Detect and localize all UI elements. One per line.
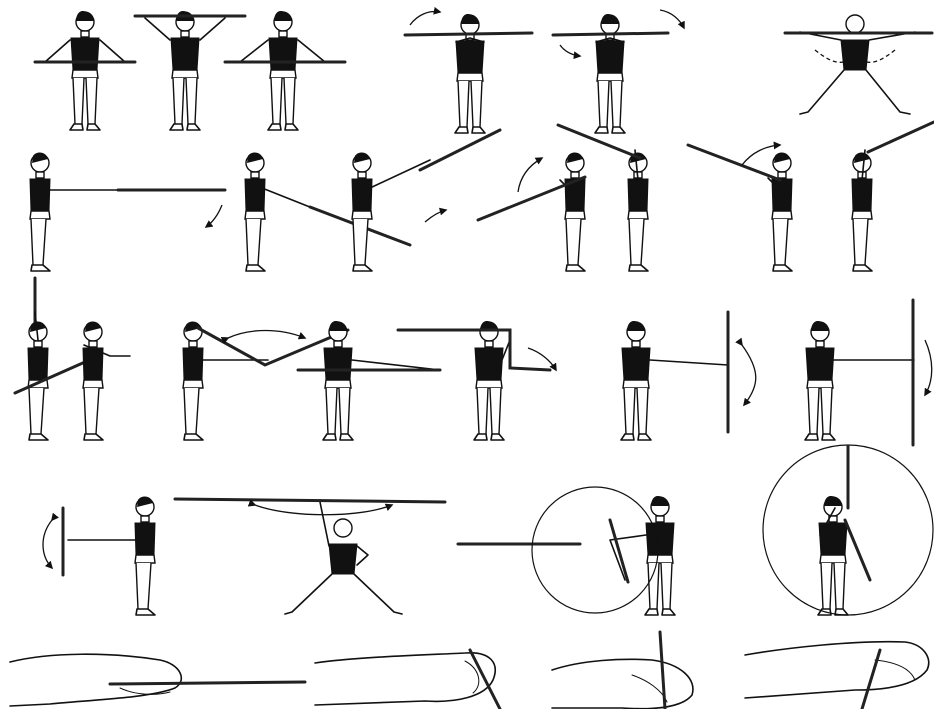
figure-side-arms-forward [30,153,120,271]
figure-front-stick-vertical-hold-1 [621,321,728,440]
rotation-arrow-icon [410,12,440,25]
rotation-arrow-icon [206,205,222,227]
stick-icon [398,330,550,370]
figure-front-stick-overhead [145,11,225,130]
rotation-arrow-icon [528,348,556,370]
stick-icon [868,122,934,152]
figure-side-stick-raised [352,153,430,271]
figure-front-stick-chest-left [455,14,485,133]
figure-side-stick-up-1 [628,150,648,271]
row-5-grips [10,632,929,709]
stick-icon [845,520,870,580]
rotation-circle-icon [532,487,658,613]
figure-front-arm-side-2 [474,321,510,440]
figure-front-arm-side-1 [323,321,440,440]
stick-icon [175,499,445,502]
stick-icon [660,632,665,709]
stick-icon [420,130,500,170]
stick-icon [688,145,780,180]
stick-icon [15,362,85,393]
rotation-arrow-icon [742,345,756,405]
figure-side-arm-forward-stick [68,497,155,615]
rotation-arrow-icon [228,331,305,339]
stick-icon [610,520,628,582]
figure-front-stick-chest-right [595,14,625,133]
row-1-exercises [35,10,932,133]
stick-icon [553,33,668,35]
stick-icon [558,125,640,158]
stick-icon [470,650,500,709]
rotation-arrow-icon [925,340,932,395]
stick-icon [110,682,305,684]
row-4-exercises [43,445,933,615]
figure-side-stick-back-1 [560,153,585,271]
rotation-arrow-icon [518,158,542,192]
figure-side-stick-swing [183,322,268,440]
figure-front-stick-behind-back [800,15,915,114]
figure-front-stick-circle-2 [818,496,848,615]
figure-front-arm-up-wide-stance [285,502,402,614]
rotation-arrow-icon [43,520,52,568]
figure-front-stick-vertical-hold-2 [805,321,914,440]
rotation-arrow-icon [255,505,392,515]
row-2-exercises [30,122,934,271]
figure-side-stick-up-2 [852,150,872,271]
rotation-arrow-icon [660,10,684,28]
row-3-exercises [15,278,932,445]
figure-side-stick-back-2 [768,153,792,271]
stick-icon [405,33,532,35]
hand-grip-icon [315,653,495,705]
figure-side-stick-vertical [28,312,48,440]
figure-side-hands-head [83,322,130,440]
rotation-arrow-icon [560,45,580,56]
figure-side-stick-down [245,153,330,271]
figure-front-stick-low-1 [45,11,125,130]
stick-icon [862,650,880,709]
hand-grip-icon [10,654,181,706]
hand-grip-icon [745,642,929,698]
hand-grip-icon [552,659,693,708]
rotation-arrow-icon [425,210,446,222]
figure-front-stick-low-2 [240,11,325,130]
